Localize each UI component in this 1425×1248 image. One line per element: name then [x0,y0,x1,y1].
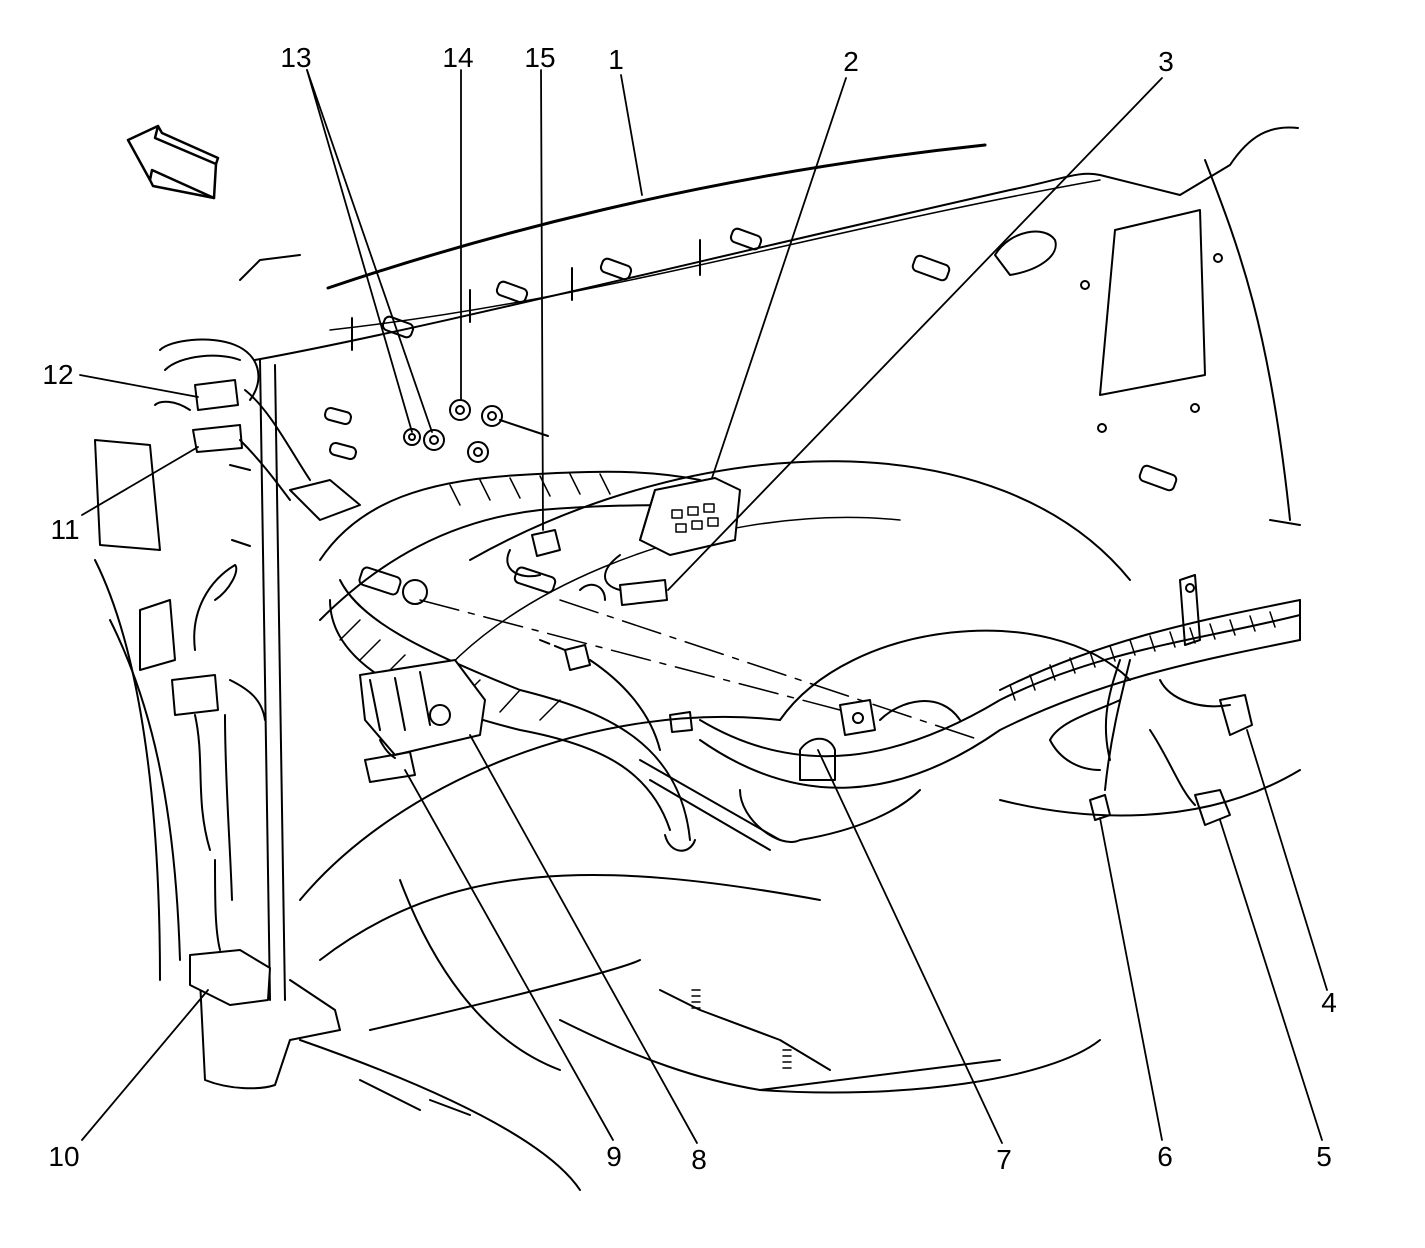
leader-line-12 [79,374,199,398]
callout-5: 5 [1316,1141,1332,1172]
leader-line-7 [817,749,1003,1144]
callout-11: 11 [50,514,80,545]
leader-line-13b [306,69,433,433]
leader-line-15 [540,69,544,531]
callout-6: 6 [1157,1141,1173,1172]
callout-14: 14 [442,42,474,73]
leader-line-4 [1246,729,1328,991]
callout-12: 12 [42,359,74,390]
leader-line-8 [469,734,698,1144]
direction-arrow-icon [126,124,220,200]
leader-line-9 [404,769,614,1141]
callout-15: 15 [524,42,556,73]
callout-4: 4 [1321,987,1337,1018]
leader-line-6 [1099,817,1163,1141]
callout-7: 7 [996,1144,1012,1175]
callout-1: 1 [608,44,624,75]
leader-line-11 [81,446,199,516]
leader-lines [79,69,1328,1144]
leader-line-2 [711,77,847,479]
leader-line-10 [81,989,209,1141]
callout-8: 8 [691,1144,707,1175]
callout-10: 10 [48,1141,80,1172]
leader-line-3 [667,77,1163,591]
leader-line-1 [620,74,643,196]
callout-13: 13 [280,42,312,73]
callout-3: 3 [1158,46,1174,77]
body-panel [94,126,1301,1191]
wiring-harness [319,470,1301,852]
callout-2: 2 [843,46,859,77]
leader-line-5 [1219,819,1323,1141]
leader-line-13a [306,69,413,433]
callout-9: 9 [606,1141,622,1172]
lamp-harness [154,338,361,1006]
component-group [229,254,981,783]
